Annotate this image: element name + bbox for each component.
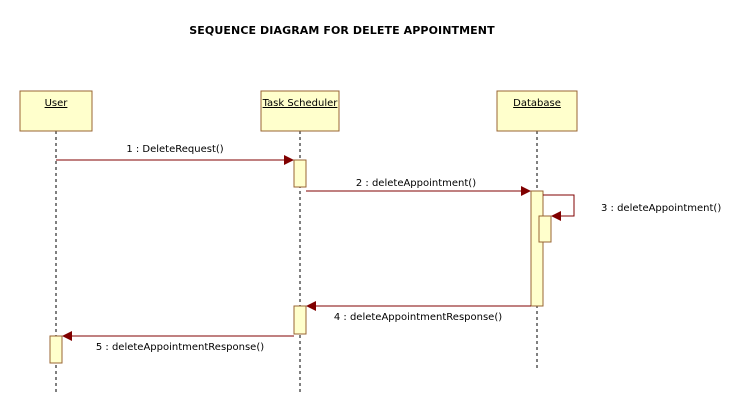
lifeline-head-database: Database — [496, 90, 578, 132]
activation-database-2 — [538, 215, 552, 243]
activation-user-1 — [49, 335, 63, 364]
message-label-5: 5 : deleteAppointmentResponse() — [96, 342, 264, 353]
lifeline-head-scheduler: Task Scheduler — [260, 90, 340, 132]
lifeline-head-user: User — [19, 90, 93, 132]
lifeline-label-scheduler: Task Scheduler — [262, 98, 339, 109]
diagram-title: SEQUENCE DIAGRAM FOR DELETE APPOINTMENT — [189, 24, 495, 37]
message-label-3: 3 : deleteAppointment() — [601, 203, 721, 214]
message-label-1: 1 : DeleteRequest() — [126, 144, 223, 155]
activation-database-1 — [530, 190, 544, 307]
message-label-4: 4 : deleteAppointmentResponse() — [334, 312, 502, 323]
lifeline-label-user: User — [45, 98, 69, 109]
lifeline-label-database: Database — [513, 98, 561, 109]
message-arrow-3 — [543, 194, 575, 221]
message-label-2: 2 : deleteAppointment() — [356, 178, 476, 189]
activation-scheduler-1 — [293, 159, 307, 188]
activation-scheduler-2 — [293, 305, 307, 335]
